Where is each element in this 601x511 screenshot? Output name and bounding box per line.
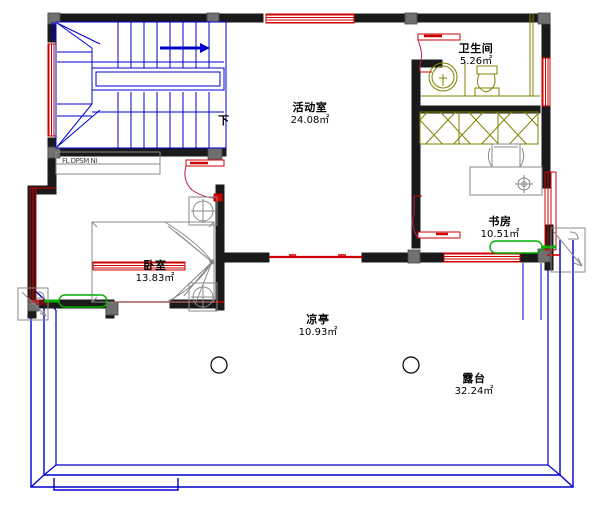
- window-bottom-right: [443, 252, 521, 263]
- chair: [487, 143, 525, 168]
- column-symbol-lower: [188, 282, 218, 312]
- equipment-platforms: [17, 227, 586, 321]
- room-area: 10.51㎡: [480, 228, 520, 240]
- drop-lines: [522, 263, 561, 320]
- window-right-upper: [541, 57, 551, 107]
- pavilion-columns: [210, 356, 420, 374]
- room-area: 13.83㎡: [135, 272, 175, 284]
- dimension-strip-text: FL DPSM NI: [62, 157, 97, 165]
- ac-units: [44, 240, 556, 308]
- room-name: 露台: [462, 372, 486, 385]
- platform-left: [17, 287, 49, 321]
- platform-right: [550, 227, 586, 273]
- room-name: 卧室: [143, 259, 167, 272]
- room-name: 活动室: [292, 101, 328, 114]
- room-name: 书房: [488, 215, 512, 228]
- door-study: [412, 195, 461, 239]
- room-name: 凉亭: [306, 313, 330, 326]
- hatched-panel: [419, 111, 539, 145]
- pavilion-column-left: [210, 356, 228, 374]
- window-left-upper: [47, 43, 57, 137]
- bathroom-fixtures: [419, 14, 540, 145]
- room-label-bedroom: 卧室 13.83㎡: [105, 259, 205, 285]
- desk: [469, 166, 543, 196]
- door-bedroom: [184, 159, 225, 202]
- windows: [29, 13, 560, 303]
- staircase: [51, 21, 227, 149]
- door-bathroom: [417, 33, 461, 73]
- room-label-pavilion: 凉亭 10.93㎡: [268, 313, 368, 339]
- room-label-study: 书房 10.51㎡: [450, 215, 550, 241]
- dimension-box: [55, 151, 161, 175]
- room-label-activity: 活动室 24.08㎡: [260, 101, 360, 127]
- study-furniture: [469, 143, 543, 196]
- bed: [91, 221, 215, 303]
- ceiling-fan-symbol: [515, 175, 533, 193]
- bedroom-furniture: [55, 151, 218, 312]
- room-area: 32.24㎡: [454, 385, 494, 397]
- window-top: [265, 13, 355, 24]
- column-symbol-upper: [188, 196, 218, 226]
- structural-columns: [27, 12, 551, 316]
- stair-up-arrow: [160, 43, 210, 53]
- stair-direction-label: 下: [218, 114, 229, 127]
- room-area: 10.93㎡: [298, 326, 338, 338]
- room-name: 卫生间: [458, 42, 494, 55]
- ac-unit-right: [489, 240, 543, 254]
- room-label-terrace: 露台 32.24㎡: [424, 372, 524, 398]
- pavilion-column-right: [402, 356, 420, 374]
- room-label-bathroom: 卫生间 5.26㎡: [426, 42, 526, 68]
- window-bottom-left: [92, 261, 186, 271]
- toilet: [474, 65, 500, 97]
- room-area: 5.26㎡: [459, 55, 493, 67]
- sink-basin: [428, 62, 458, 92]
- room-area: 24.08㎡: [290, 114, 330, 126]
